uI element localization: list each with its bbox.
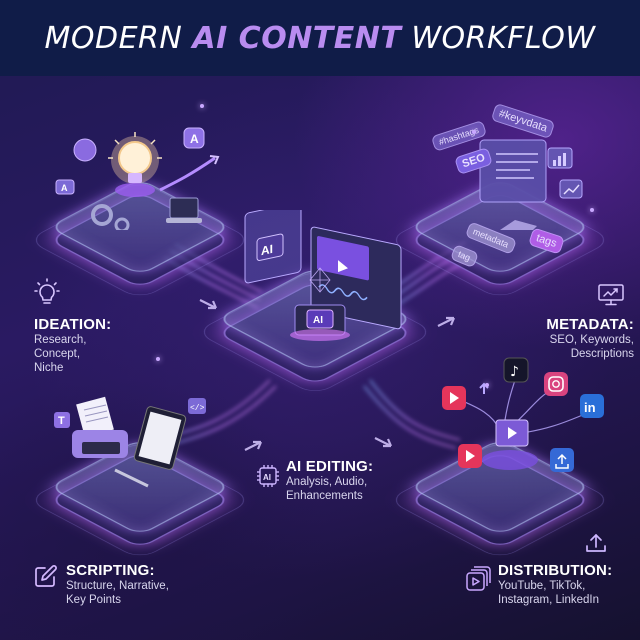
ai-label-chip: AI [313, 315, 323, 326]
stage-title: METADATA: [546, 316, 634, 333]
page-title: MODERN AI CONTENT WORKFLOW [44, 21, 595, 56]
platform-ideation: A A [26, 127, 260, 320]
label-ai-editing: AI AI EDITING: Analysis, Audio, Enhancem… [256, 458, 373, 503]
instagram-icon [544, 372, 568, 396]
title-text-pre: MODERN [44, 20, 193, 56]
video-stack-icon [466, 566, 491, 591]
stage-title: SCRIPTING: [66, 562, 155, 579]
linkedin-icon [580, 394, 604, 418]
stage-desc-line: Descriptions [570, 348, 634, 360]
svg-text:♪: ♪ [510, 364, 519, 380]
platform-metadata: #hashtags SEO #keyvdata metadata tag tag… [386, 102, 620, 320]
sparkle [472, 130, 476, 134]
monitor-chart-icon [598, 284, 624, 306]
sparkle [485, 383, 489, 387]
stage-desc-line: Research, [34, 334, 87, 346]
lightbulb-icon [34, 278, 60, 304]
platform-scripting: T </> [26, 396, 260, 580]
svg-text:A: A [61, 183, 68, 193]
ai-label-panel: AI [261, 242, 273, 258]
edit-pencil-icon [35, 565, 57, 587]
stage-desc-line: YouTube, TikTok, [498, 580, 586, 592]
stage-desc-line: Structure, Narrative, [66, 580, 169, 592]
illustration-distribution: ♪ in [442, 357, 604, 472]
tiktok-icon [503, 357, 529, 383]
stage-title: IDEATION: [34, 316, 112, 333]
svg-text:T: T [58, 415, 65, 427]
label-metadata: METADATA: SEO, Keywords, Descriptions [516, 284, 634, 361]
stage-desc-line: Key Points [66, 594, 121, 606]
stage-title: DISTRIBUTION: [498, 562, 613, 579]
stage-desc-line: SEO, Keywords, [549, 334, 634, 346]
title-text-accent: AI CONTENT [192, 20, 402, 56]
stage-title: AI EDITING: [286, 458, 374, 475]
svg-text:</>: </> [190, 404, 205, 413]
header-banner: MODERN AI CONTENT WORKFLOW [0, 0, 640, 76]
stage-desc-line: Niche [34, 362, 64, 374]
stage-desc-line: Analysis, Audio, [286, 476, 368, 488]
platform-distribution: ♪ in [386, 357, 620, 580]
sparkle [590, 208, 594, 212]
svg-text:in: in [584, 400, 596, 415]
label-distribution: DISTRIBUTION: YouTube, TikTok, Instagram… [466, 562, 612, 607]
svg-text:A: A [190, 132, 199, 146]
label-scripting: SCRIPTING: Structure, Narrative, Key Poi… [34, 562, 169, 607]
platform-ai-editing: AI AI [194, 210, 436, 405]
label-ideation: IDEATION: Research, Concept, Niche [34, 278, 111, 375]
upload-icon [586, 534, 606, 552]
stage-desc-line: Enhancements [286, 490, 363, 502]
illustration-metadata [479, 139, 583, 230]
title-text-post: WORKFLOW [401, 20, 596, 56]
stage-desc-line: Instagram, LinkedIn [498, 594, 600, 606]
sparkle [156, 357, 160, 361]
stage-desc-line: Concept, [34, 348, 81, 360]
illustration-ideation: A A [55, 127, 220, 230]
ai-chip-icon: AI [257, 465, 279, 487]
sparkle [200, 104, 204, 108]
illustration-ai-editing: AI AI [244, 210, 402, 341]
illustration-scripting: T </> [54, 396, 206, 488]
svg-text:AI: AI [263, 473, 271, 482]
